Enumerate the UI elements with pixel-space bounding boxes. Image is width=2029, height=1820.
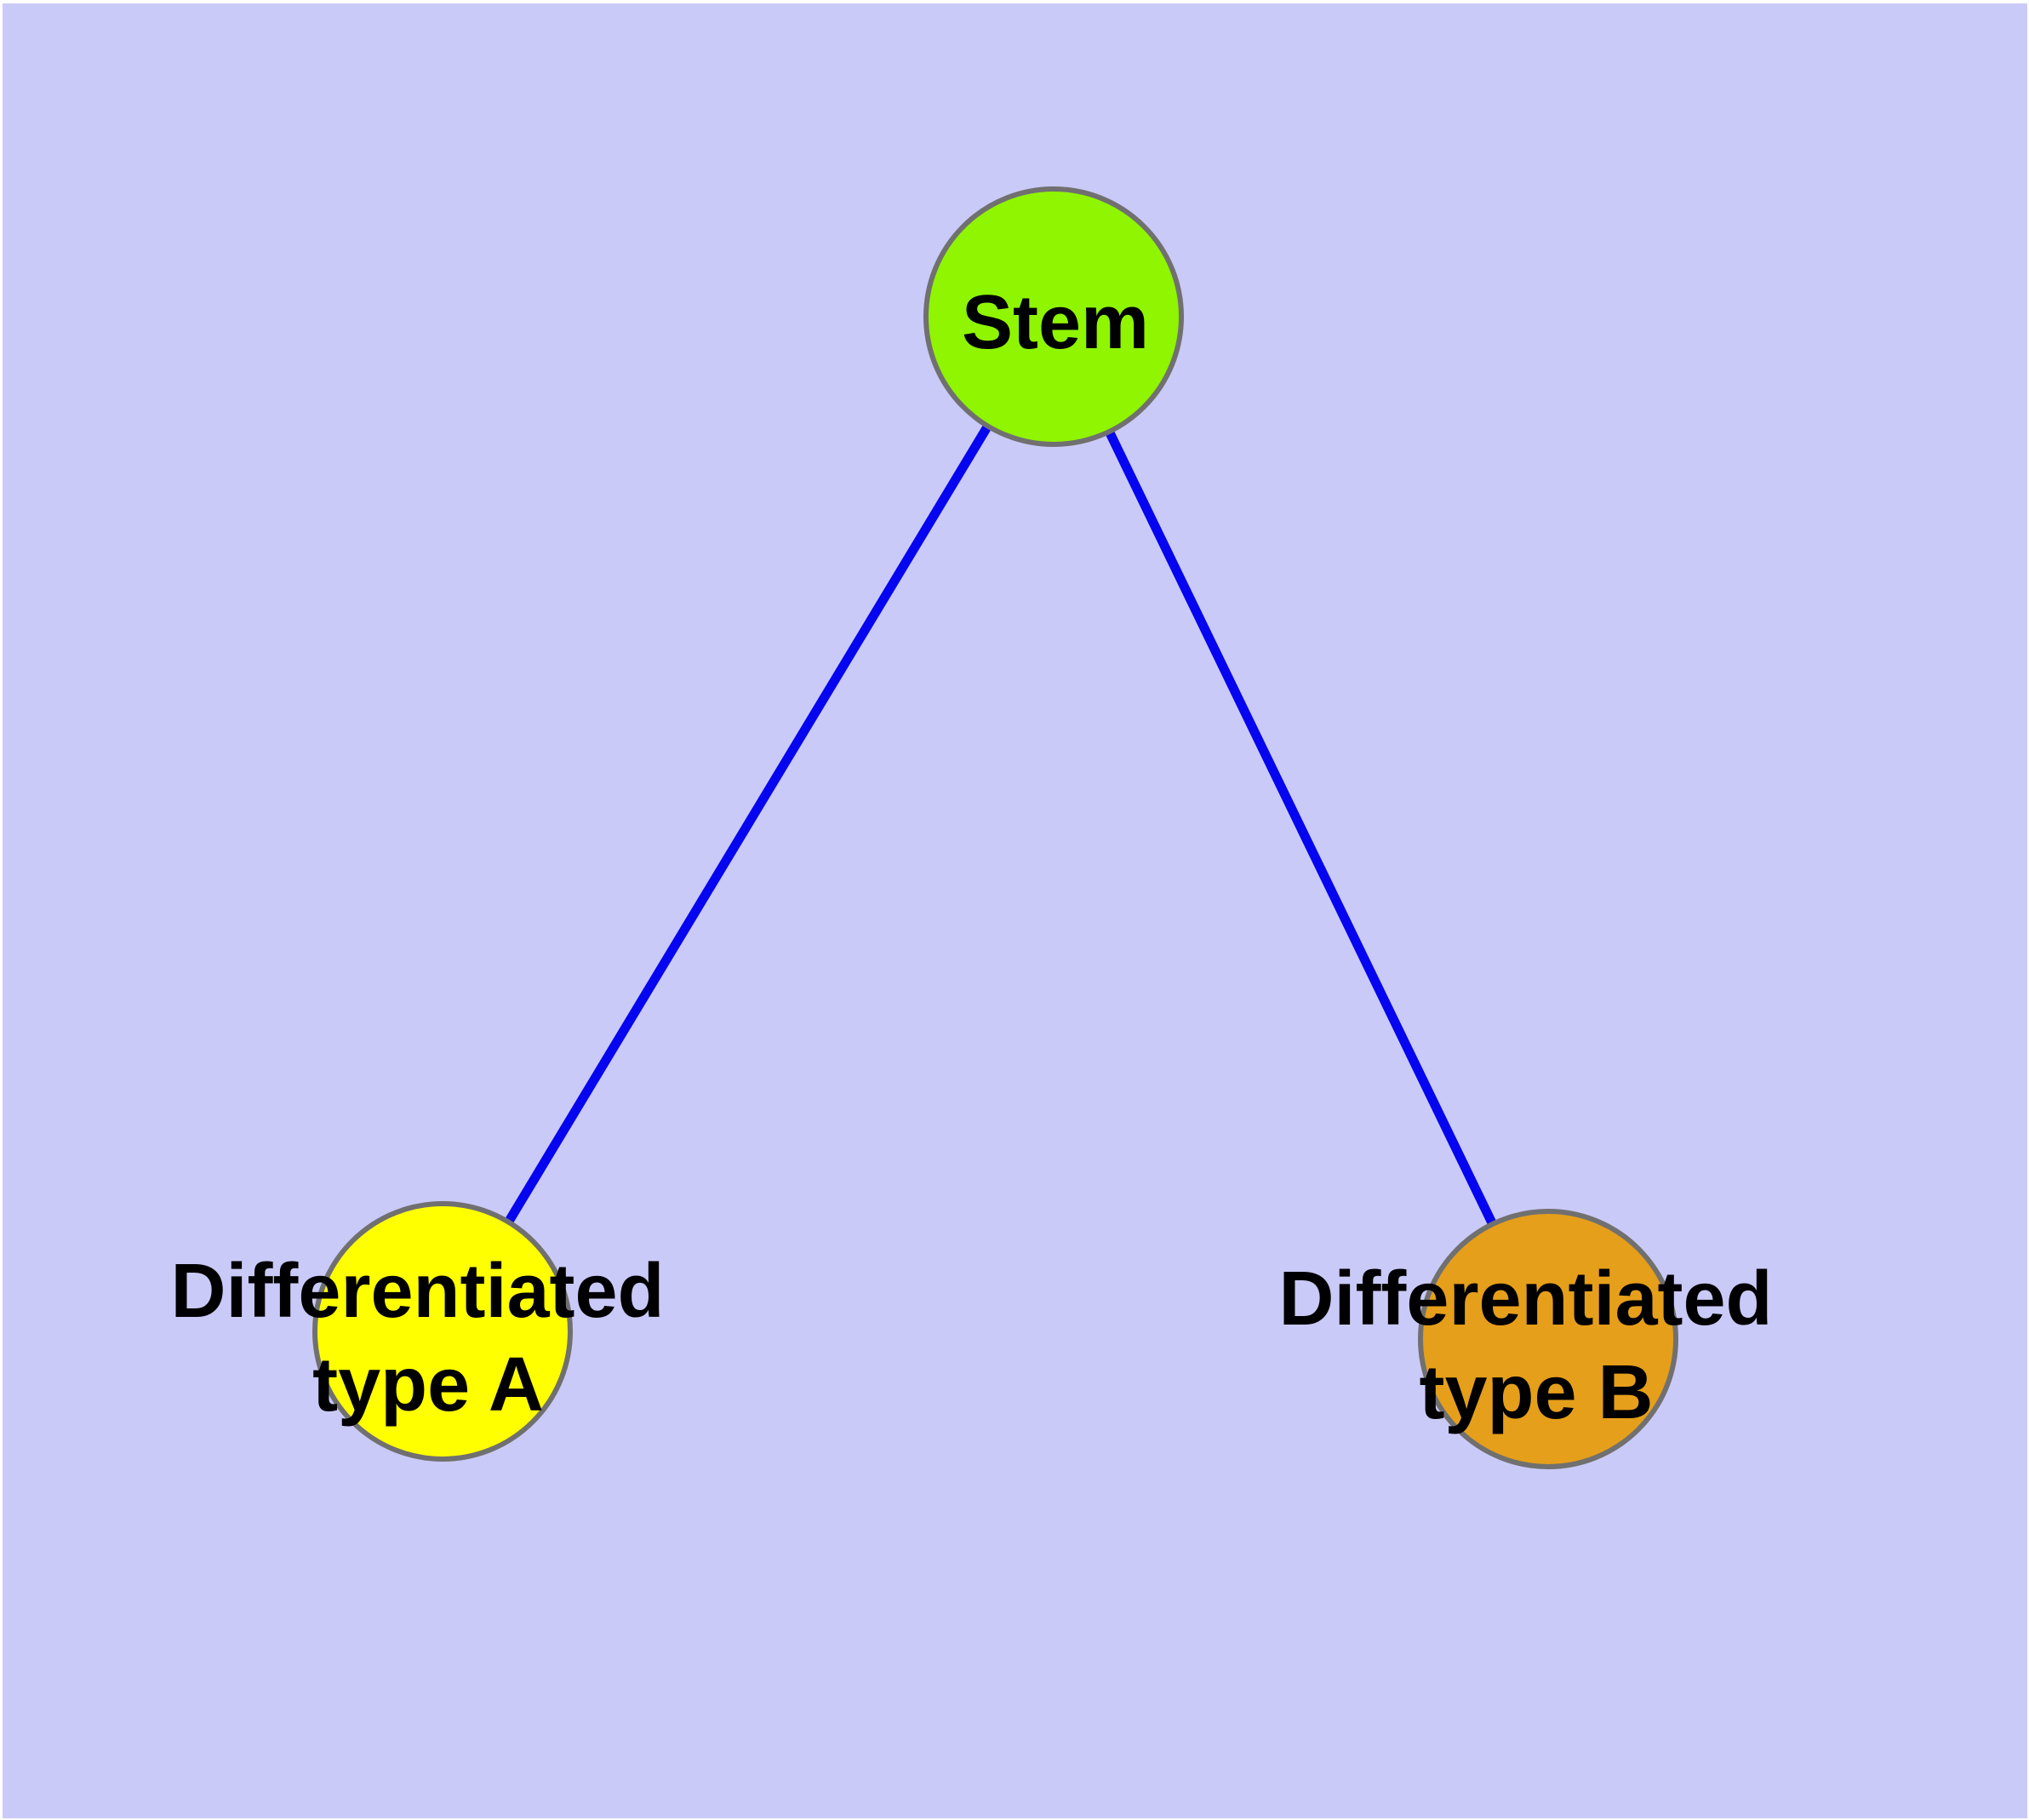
- node-type-a-label: Differentiated type A: [170, 1249, 685, 1428]
- node-type-b-label-line1: Differentiated: [1278, 1256, 1772, 1342]
- node-type-b-label: Differentiated type B: [1278, 1256, 1793, 1435]
- node-type-a-label-line2: type A: [312, 1342, 544, 1428]
- node-type-a-label-line1: Differentiated: [170, 1249, 664, 1334]
- node-type-b-label-line2: type B: [1419, 1350, 1653, 1435]
- node-type-a-circle: [312, 1201, 573, 1462]
- node-stem-circle: [923, 186, 1184, 447]
- node-differentiated-type-b: Differentiated type B: [1278, 1209, 1793, 1469]
- edge-stem-to-type-a: [437, 312, 1059, 1336]
- edge-group: [437, 312, 1553, 1344]
- edge-stem-to-type-b: [1049, 312, 1553, 1344]
- node-stem: Stem: [923, 186, 1184, 447]
- node-type-b-circle: [1418, 1209, 1678, 1469]
- node-differentiated-type-a: Differentiated type A: [170, 1201, 685, 1462]
- node-stem-label: Stem: [962, 280, 1149, 365]
